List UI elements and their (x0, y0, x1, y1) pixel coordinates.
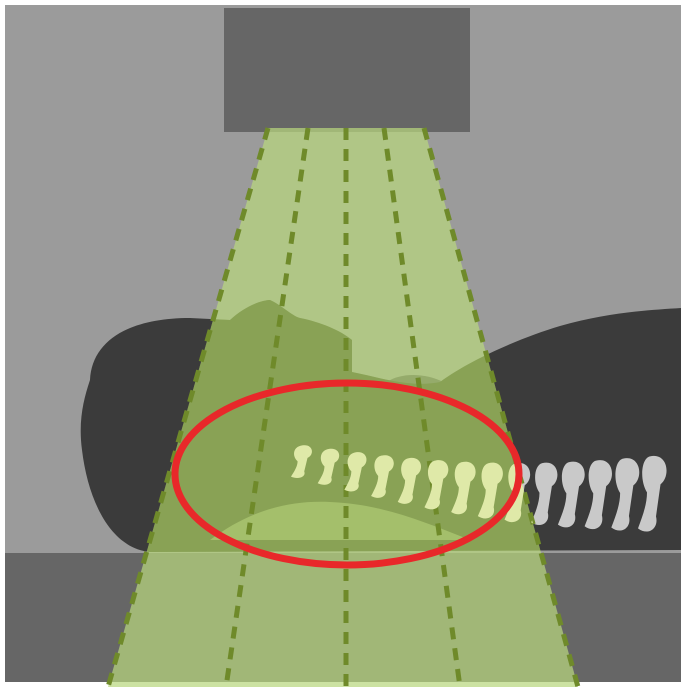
xray-emitter-icon (224, 8, 470, 132)
